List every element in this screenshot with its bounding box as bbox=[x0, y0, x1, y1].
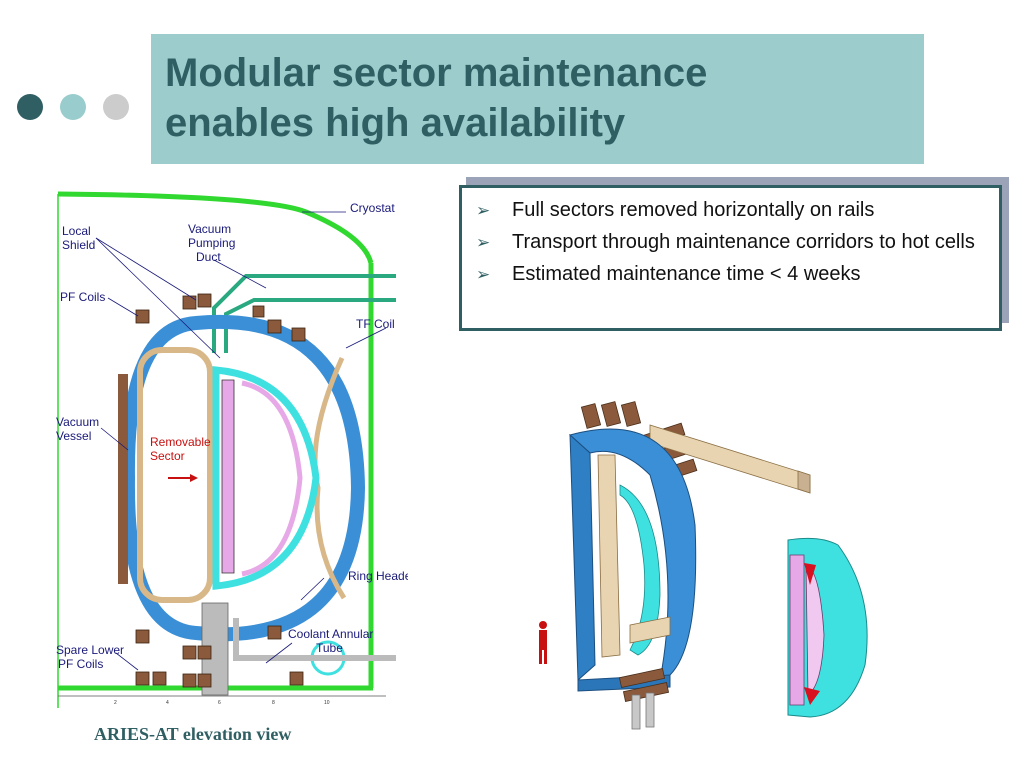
bullet-item: ➢ Estimated maintenance time < 4 weeks bbox=[476, 262, 991, 287]
coil-block bbox=[580, 403, 602, 429]
pf-coil bbox=[135, 671, 150, 686]
label-spare-pf-2: PF Coils bbox=[58, 657, 103, 671]
label-vacuum-pumping-2: Pumping bbox=[188, 236, 235, 250]
decor-dot-teal bbox=[60, 94, 86, 120]
removed-sector-red-bottom bbox=[804, 687, 820, 705]
pf-coil bbox=[182, 673, 197, 688]
pf-coils bbox=[135, 293, 306, 688]
pf-coil bbox=[291, 327, 306, 342]
scale-tick-label: 4 bbox=[166, 700, 169, 706]
elevation-view-diagram: Cryostat Local Shield Vacuum Pumping Duc… bbox=[56, 191, 408, 708]
label-cryostat: Cryostat bbox=[350, 201, 395, 215]
removal-arrow-head bbox=[190, 474, 198, 482]
title-line-1: Modular sector maintenance bbox=[165, 51, 708, 95]
label-vacuum-vessel-2: Vessel bbox=[56, 429, 91, 443]
label-spare-pf-1: Spare Lower bbox=[56, 643, 124, 657]
pf-coil bbox=[135, 629, 150, 644]
pf-coil bbox=[182, 645, 197, 660]
sector-cyan-3d bbox=[619, 484, 661, 656]
label-vacuum-vessel-1: Vacuum bbox=[56, 415, 99, 429]
elevation-caption: ARIES-AT elevation view bbox=[94, 724, 292, 744]
coil-block bbox=[618, 668, 666, 688]
arrow-bullet-icon: ➢ bbox=[476, 233, 491, 252]
coil-block bbox=[600, 401, 622, 427]
title-line-2: enables high availability bbox=[165, 101, 626, 145]
label-tf-coil: TF Coil bbox=[356, 317, 395, 331]
pf-coil bbox=[252, 305, 265, 318]
pumping-duct-upper bbox=[212, 274, 396, 353]
label-pf-coils: PF Coils bbox=[60, 290, 105, 304]
bullet-text: Transport through maintenance corridors … bbox=[512, 231, 975, 253]
removed-sector-red-top bbox=[804, 563, 816, 585]
label-local-shield-1: Local bbox=[62, 224, 91, 238]
bullet-item: ➢ Full sectors removed horizontally on ra… bbox=[476, 198, 991, 223]
scale-tick-label: 8 bbox=[272, 700, 275, 706]
removable-sector-cyan bbox=[212, 366, 320, 590]
pf-coil bbox=[182, 295, 197, 310]
removable-sector-pink bbox=[221, 379, 235, 574]
label-ring-header: Ring Header bbox=[348, 569, 408, 583]
isometric-3d-view bbox=[539, 401, 868, 730]
scale-tick-label: 10 bbox=[324, 700, 330, 706]
decor-dot-dark bbox=[17, 94, 43, 120]
vacuum-vessel-ring bbox=[120, 314, 366, 642]
support-leg bbox=[631, 694, 641, 730]
bullet-item: ➢ Transport through maintenance corridors… bbox=[476, 230, 991, 255]
arrow-bullet-icon: ➢ bbox=[476, 201, 491, 220]
vessel-inner-3d bbox=[569, 433, 596, 682]
coil-block bbox=[620, 401, 642, 427]
pumping-duct-lower bbox=[224, 298, 396, 353]
label-removable-sector-1: Removable bbox=[150, 435, 211, 449]
pf-coil bbox=[197, 645, 212, 660]
human-scale-figure bbox=[539, 621, 547, 664]
pf-coil bbox=[289, 671, 304, 686]
bullet-text: Estimated maintenance time < 4 weeks bbox=[512, 263, 861, 285]
pf-coil bbox=[267, 319, 282, 334]
inboard-coil-stack bbox=[118, 374, 128, 584]
support-leg bbox=[645, 692, 655, 728]
pf-coil bbox=[267, 625, 282, 640]
label-coolant-1: Coolant Annular bbox=[288, 627, 373, 641]
label-local-shield-2: Shield bbox=[62, 238, 95, 252]
inner-shell-tan bbox=[137, 347, 213, 603]
pf-coil bbox=[135, 309, 150, 324]
cryostat-outline bbox=[57, 191, 374, 264]
title-banner: Modular sector maintenance enables high … bbox=[151, 34, 924, 164]
bullet-box: ➢ Full sectors removed horizontally on ra… bbox=[459, 185, 1002, 331]
pf-coil bbox=[152, 671, 167, 686]
removed-sector-blanket bbox=[805, 564, 825, 696]
removed-sector-pink bbox=[789, 554, 805, 706]
bullet-text: Full sectors removed horizontally on rai… bbox=[512, 199, 875, 221]
label-vacuum-pumping-3: Duct bbox=[196, 250, 221, 264]
inner-shell-3d bbox=[597, 454, 621, 658]
leader-lines bbox=[95, 211, 387, 671]
pf-coil bbox=[197, 293, 212, 308]
bullet-list: ➢ Full sectors removed horizontally on ra… bbox=[462, 188, 999, 287]
label-removable-sector-2: Sector bbox=[150, 449, 185, 463]
arrow-bullet-icon: ➢ bbox=[476, 265, 491, 284]
blanket-pink bbox=[241, 380, 303, 577]
scale-tick-label: 2 bbox=[114, 700, 117, 706]
label-vacuum-pumping-1: Vacuum bbox=[188, 222, 231, 236]
duct-end bbox=[797, 470, 811, 494]
slide-title: Modular sector maintenance enables high … bbox=[165, 48, 707, 148]
decor-dot-gray bbox=[103, 94, 129, 120]
coolant-pipe bbox=[233, 618, 396, 661]
label-coolant-2: Tube bbox=[316, 641, 343, 655]
pf-coil bbox=[197, 673, 212, 688]
lower-shield-3d bbox=[629, 616, 671, 644]
scale-tick-label: 6 bbox=[218, 700, 221, 706]
